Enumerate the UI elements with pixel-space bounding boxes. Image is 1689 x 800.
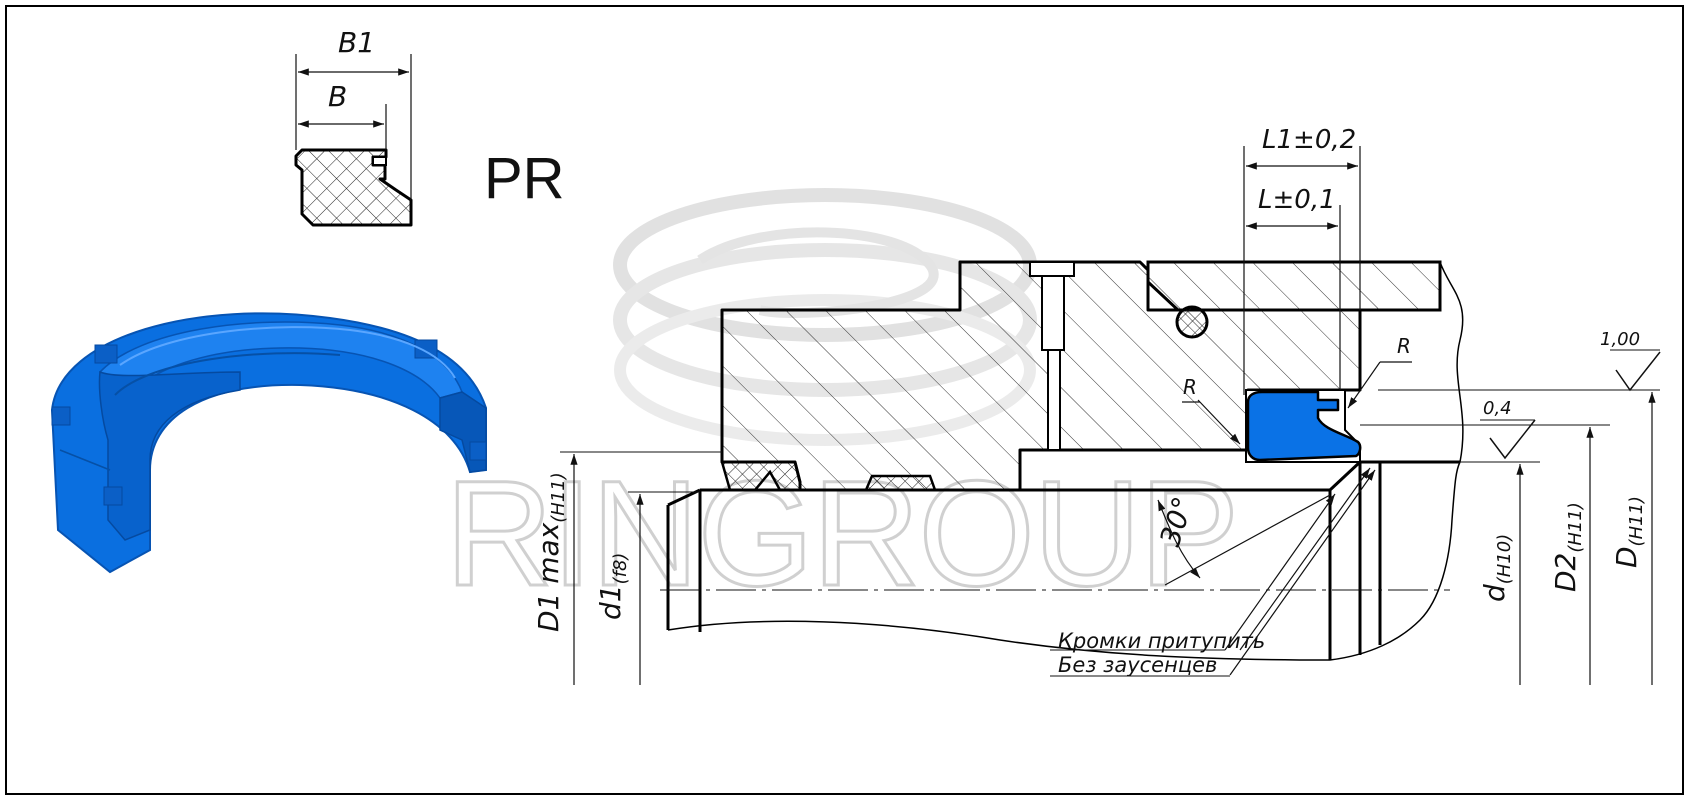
roughness-bottom — [1360, 419, 1610, 460]
dim-b — [298, 104, 387, 150]
housing-section — [660, 260, 1464, 661]
note-leaders — [1050, 467, 1376, 677]
label-l1: L1±0,2 — [1262, 125, 1356, 155]
roughness-top — [1378, 349, 1661, 392]
label-d1max: D1 max(H11) — [532, 472, 569, 632]
label-b: B — [328, 80, 347, 113]
label-roughness-top: 1,00 — [1600, 329, 1640, 350]
note-line-1: Кромки притупить — [1058, 629, 1265, 653]
profile-code: PR — [484, 146, 565, 211]
dim-l1 — [1243, 146, 1361, 395]
dim-b1 — [295, 54, 412, 200]
label-roughness-bottom: 0,4 — [1483, 398, 1512, 419]
label-d2: D2(H11) — [1549, 502, 1586, 592]
page-frame — [5, 5, 1684, 795]
seal-3d-render — [50, 312, 487, 574]
label-d1: d1(f8) — [594, 553, 631, 620]
dim-l — [1246, 205, 1341, 390]
label-l: L±0,1 — [1258, 185, 1336, 215]
label-D: D(H11) — [1610, 496, 1647, 568]
label-radius-inner: R — [1183, 375, 1197, 399]
label-radius-outer: R — [1397, 334, 1411, 358]
dim-angle — [1157, 494, 1331, 586]
seal-profile-section — [294, 148, 413, 227]
label-b1: B1 — [338, 26, 375, 59]
note-line-2: Без заусенцев — [1058, 653, 1217, 677]
dim-diameters — [560, 392, 1656, 685]
label-d: d(H10) — [1478, 534, 1515, 602]
seal-in-groove — [1246, 390, 1362, 462]
